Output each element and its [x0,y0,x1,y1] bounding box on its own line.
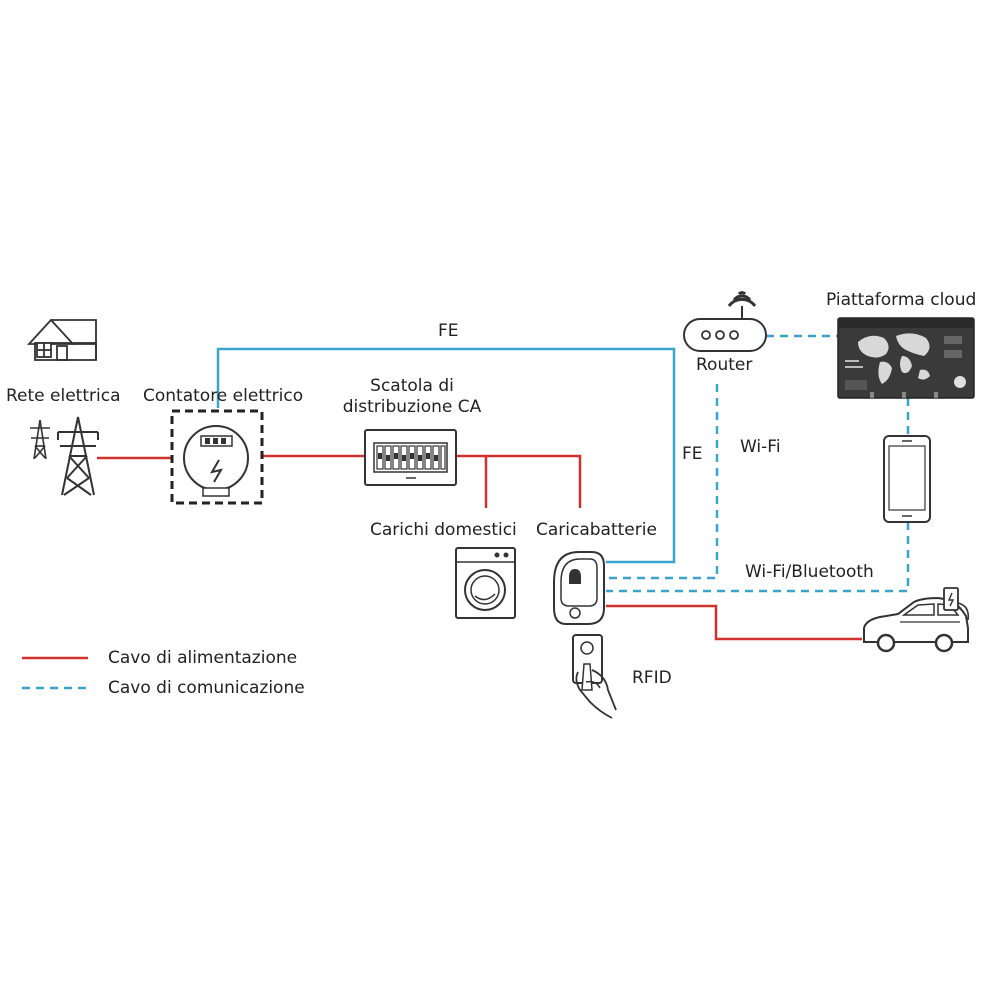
fe-side-label: FE [682,444,703,464]
comm-cable-router-charger [606,384,719,580]
distribution-box-icon [364,429,457,486]
electric-meter-icon [170,409,264,505]
distribution-box-label-line2: distribuzione CA [342,397,482,418]
router-icon [683,291,767,352]
legend-communication-cable-label: Cavo di comunicazione [108,678,305,698]
rfid-label: RFID [632,668,672,688]
fe-cable [216,347,676,564]
router-label: Router [696,355,753,375]
power-cables [97,454,862,641]
wifi-bluetooth-label: Wi-Fi/Bluetooth [745,562,874,582]
transmission-tower-large-icon [57,416,99,496]
comm-cable-phone-charger [606,522,910,593]
distribution-box-label: Scatola di distribuzione CA [332,376,492,419]
charger-label: Caricabatterie [536,520,657,540]
grid-label: Rete elettrica [6,386,121,406]
power-cable-charger-car [606,604,862,641]
transmission-tower-small-icon [30,419,50,460]
household-loads-label: Carichi domestici [370,520,517,540]
wifi-label: Wi-Fi [740,437,781,457]
house-icon [26,318,97,361]
cloud-platform-label: Piattaforma cloud [826,290,977,310]
charging-station-icon [943,587,970,621]
rfid-card-icon [572,634,617,719]
cloud-platform-screen-icon [837,317,975,399]
washing-machine-icon [455,547,516,619]
distribution-box-label-line1: Scatola di [370,376,454,396]
ev-charger-icon [553,551,605,625]
legend-power-cable-label: Cavo di alimentazione [108,648,298,668]
fe-top-label: FE [438,321,459,341]
smartphone-icon [883,435,931,523]
communication-cables [606,334,910,593]
meter-label: Contatore elettrico [143,386,304,406]
power-cable-box-branch [456,454,582,508]
